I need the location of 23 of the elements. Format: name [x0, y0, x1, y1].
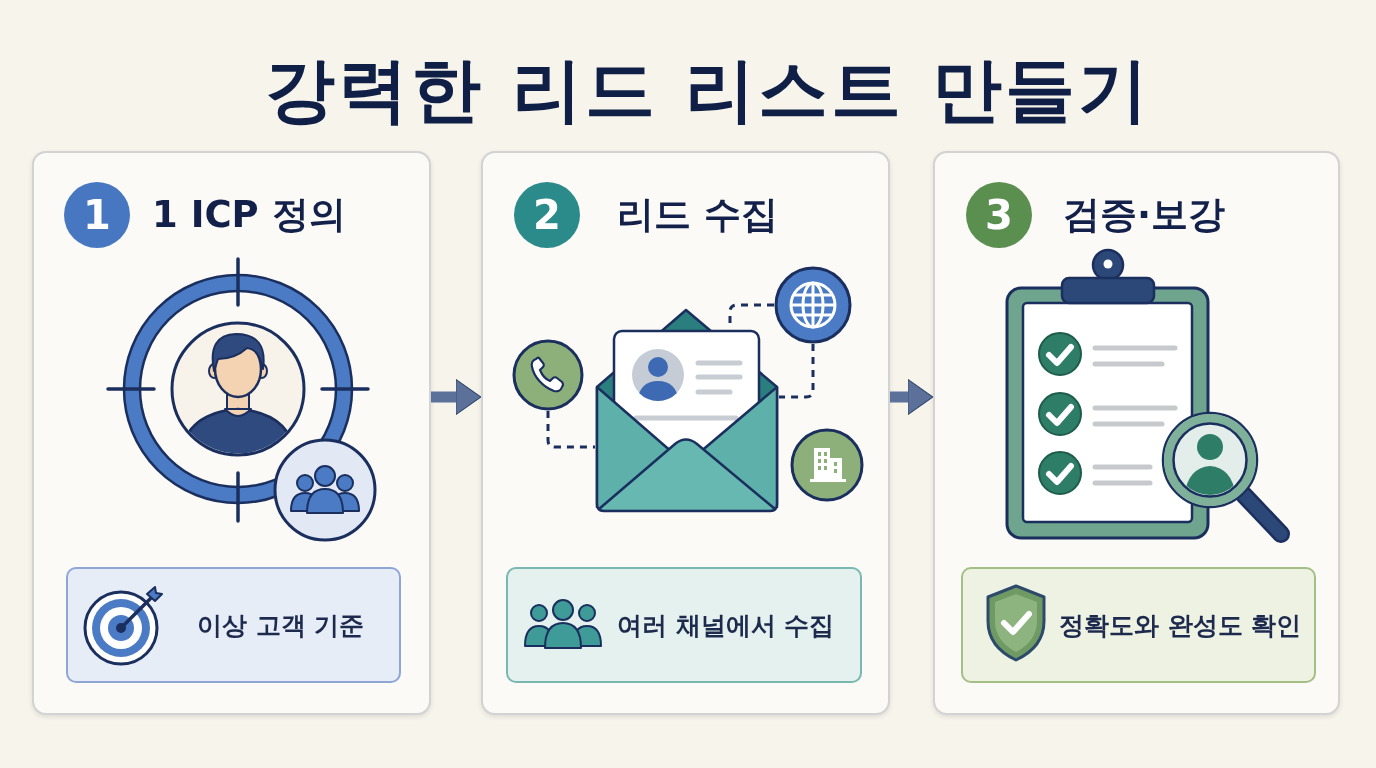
phone-icon [512, 339, 584, 411]
title: 강력한 리드 리스트 만들기 [265, 48, 1151, 132]
number-badge: 2 [514, 182, 580, 248]
arrow [890, 378, 934, 416]
step-heading: 1 ICP 정의 [152, 192, 346, 238]
step-card [933, 151, 1340, 715]
step-card [481, 151, 890, 715]
globe-icon [774, 266, 852, 344]
info-box [506, 567, 862, 683]
info-text: 여러 채널에서 수집 [617, 610, 835, 642]
info-box [66, 567, 401, 683]
info-text: 정확도와 완성도 확인 [1059, 610, 1302, 642]
info-box [961, 567, 1316, 683]
number-badge: 3 [966, 182, 1032, 248]
step-heading: 리드 수집 [617, 192, 778, 238]
dashed-line [546, 411, 595, 449]
info-text: 이상 고객 기준 [197, 610, 365, 642]
dashed-line [779, 344, 815, 399]
arrow [431, 378, 482, 416]
envelope-illustration [595, 307, 779, 513]
number-badge: 1 [64, 182, 130, 248]
step-card [32, 151, 431, 715]
step-heading: 검증·보강 [1063, 192, 1226, 238]
